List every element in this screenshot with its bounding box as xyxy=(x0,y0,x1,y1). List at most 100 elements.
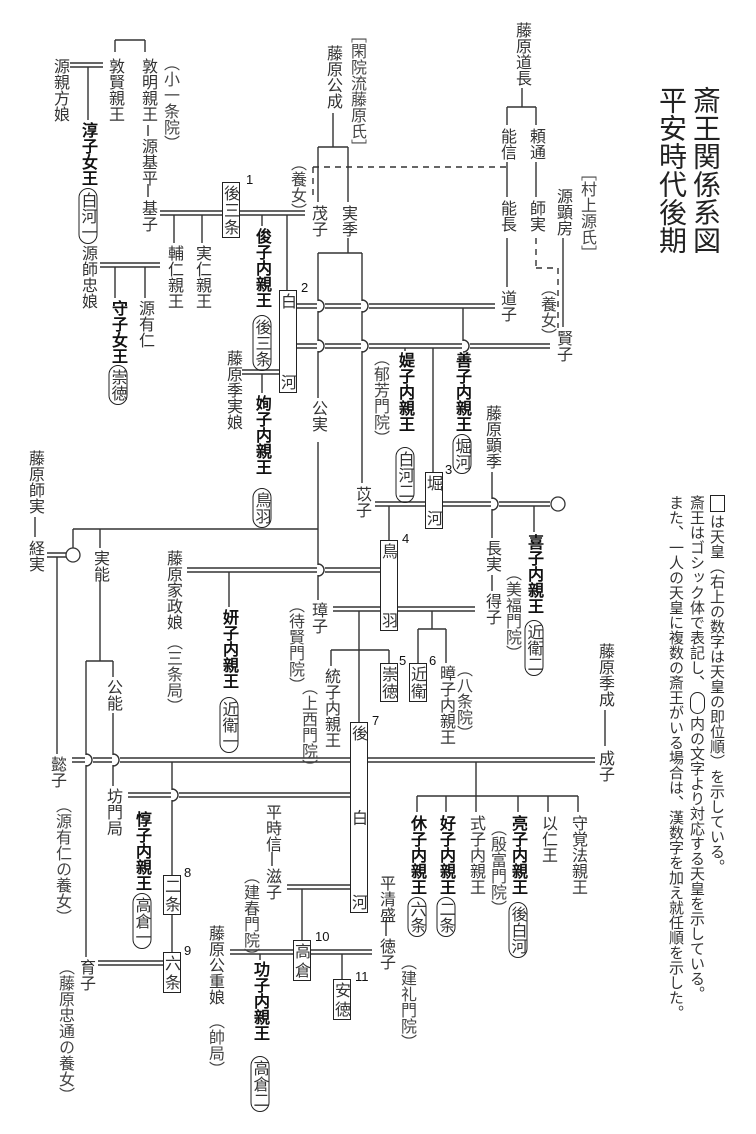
person-motoko: 基子 xyxy=(139,200,158,232)
saio-name: 惇子内親王 xyxy=(133,811,152,891)
saio-emperor-pill: 白河一 xyxy=(78,188,98,244)
line-crossing-gap xyxy=(317,565,325,575)
person-morotada-musume: 源師忠娘 xyxy=(79,245,98,309)
person-atsukata: 敦賢親王 xyxy=(106,58,125,122)
emperor-box: 六条 xyxy=(162,952,181,993)
person-michinaga: 藤原道長 xyxy=(513,22,532,86)
person-akiko: 暲子内親王 xyxy=(437,665,456,745)
line-crossing-bump xyxy=(491,497,499,511)
person-chikakata-musume: 源親方娘 xyxy=(51,58,70,122)
emperor-box: 近衛 xyxy=(408,663,427,702)
title-note-bifukumonin: （美福門院） xyxy=(503,565,522,661)
legend-line-2: 斎王はゴシック体で表記し、内の文字より対応する天皇を示している。 xyxy=(688,495,706,1001)
saio-name: 善子内親王 xyxy=(453,352,472,432)
legend-text-1: は天皇（右上の数字は天皇の即位順）を示している。 xyxy=(708,514,726,874)
person-ikushi: 育子 xyxy=(77,959,96,991)
person-nariko: 得子 xyxy=(483,593,502,625)
chart-title: 斎王関係系図 xyxy=(689,86,722,254)
title-note-taikenmonin: （待賢門院） xyxy=(286,597,305,693)
person-shigeko: 茂子 xyxy=(309,205,328,237)
person-tokinobu: 平時信 xyxy=(263,804,282,852)
line-crossing-gap xyxy=(317,301,325,311)
title-note-koichijoin: （小一条院） xyxy=(161,55,180,151)
line-crossing-bump xyxy=(317,563,325,577)
saio-emperor-pill: 六条 xyxy=(407,897,427,937)
emperor-box: 二条 xyxy=(162,875,181,915)
saio-name: 功子内親王 xyxy=(251,961,270,1041)
person-yoshinobu: 能信 xyxy=(498,128,517,160)
emperor-order-number: 6 xyxy=(429,653,437,668)
saio-emperor-pill: 高倉二 xyxy=(250,1056,270,1112)
emperor-order-number: 1 xyxy=(246,172,254,187)
title-note-kenshunmonin: （建春門院） xyxy=(241,868,260,964)
person-nagazane: 長実 xyxy=(483,540,502,572)
person-akifusa: 源顕房 xyxy=(554,188,573,236)
line-crossing-gap xyxy=(361,341,369,351)
chart-subtitle: 平安時代後期 xyxy=(655,86,688,254)
saio-name: 俊子内親王 xyxy=(253,228,272,308)
emperor-order-number: 3 xyxy=(445,462,453,477)
person-yoshiko-i: 懿子 xyxy=(48,756,67,788)
legend-line-3: また、一人の天皇に複数の斎王がいる場合は、漢数字を加え就任順を示した。 xyxy=(667,495,685,1020)
person-kenshi: 賢子 xyxy=(554,330,573,362)
saio-emperor-pill: 堀河 xyxy=(452,434,472,474)
person-seishi: 成子 xyxy=(596,750,615,782)
person-kiyomori: 平清盛 xyxy=(377,875,396,923)
saio-emperor-pill: 二条 xyxy=(436,897,456,937)
emperor-order-number: 7 xyxy=(372,713,380,728)
emperor-order-number: 9 xyxy=(184,943,192,958)
line-crossing-bump xyxy=(112,753,120,767)
person-iemasa-musume: 藤原家政娘 xyxy=(164,550,183,630)
unnamed-person-circle xyxy=(65,547,81,563)
title-note-impumonin: （殷富門院） xyxy=(488,820,507,916)
line-crossing-gap xyxy=(462,341,470,351)
line-crossing-bump xyxy=(361,299,369,313)
emperor-box: 高倉 xyxy=(292,940,311,981)
saio-emperor-pill: 近衛一 xyxy=(219,697,239,753)
saio-emperor-pill: 後白河 xyxy=(508,902,528,958)
line-crossing-bump xyxy=(171,788,179,802)
person-akisue: 藤原顕季 xyxy=(483,405,502,469)
emperor-box: 後白河 xyxy=(349,722,368,913)
person-michiko: 道子 xyxy=(498,290,517,322)
person-kinnari: 藤原公成 xyxy=(324,45,343,109)
person-arihito: 源有仁 xyxy=(136,300,155,348)
saio-name: 休子内親王 xyxy=(408,815,427,895)
saio-name: 喜子内親王 xyxy=(525,534,544,614)
line-crossing-bump xyxy=(462,339,470,353)
title-note-ikuhomonin: （郁芳門院） xyxy=(371,350,390,446)
person-suenari: 藤原季成 xyxy=(596,643,615,707)
pill-icon xyxy=(689,692,705,714)
person-shigeko2: 滋子 xyxy=(263,868,282,900)
emperor-box: 崇徳 xyxy=(379,663,398,702)
title-note-tadamichi-yojo: （藤原忠通の養女） xyxy=(56,959,75,1103)
legend-text-2b: 内の文字より対応する天皇を示している。 xyxy=(688,716,706,1001)
person-ishi: 苡子 xyxy=(353,486,372,518)
emperor-box: 安徳 xyxy=(332,979,351,1020)
saio-name: 守子女王 xyxy=(109,300,128,364)
emperor-box: 白河 xyxy=(278,290,297,393)
saio-name: 亮子内親王 xyxy=(509,815,528,895)
saio-emperor-pill: 後三条 xyxy=(252,315,272,371)
unnamed-person-circle xyxy=(550,496,566,512)
person-saneyoshi: 実能 xyxy=(91,550,110,582)
title-note-hachijoin: （八条院） xyxy=(454,661,473,741)
line-crossing-gap xyxy=(491,499,499,509)
title-note-sanjo-tsubone: （三条局） xyxy=(164,634,183,714)
title-note-yojo2: （養女） xyxy=(538,280,557,344)
person-tsunezane: 経実 xyxy=(26,540,45,572)
emperor-order-number: 10 xyxy=(315,929,330,944)
legend-text-2a: 斎王はゴシック体で表記し、 xyxy=(688,495,706,690)
saio-name: 媞子内親王 xyxy=(396,352,415,432)
line-crossing-gap xyxy=(171,790,179,800)
emperor-order-number: 2 xyxy=(301,280,309,295)
person-suezane-musume: 藤原季実娘 xyxy=(224,350,243,430)
saio-emperor-pill: 崇徳 xyxy=(108,365,128,405)
emperor-order-number: 5 xyxy=(399,653,407,668)
line-crossing-gap xyxy=(112,755,120,765)
person-mochihito: 以仁王 xyxy=(539,815,558,863)
person-tamako: 璋子 xyxy=(309,602,328,634)
line-crossing-bump xyxy=(317,299,325,313)
